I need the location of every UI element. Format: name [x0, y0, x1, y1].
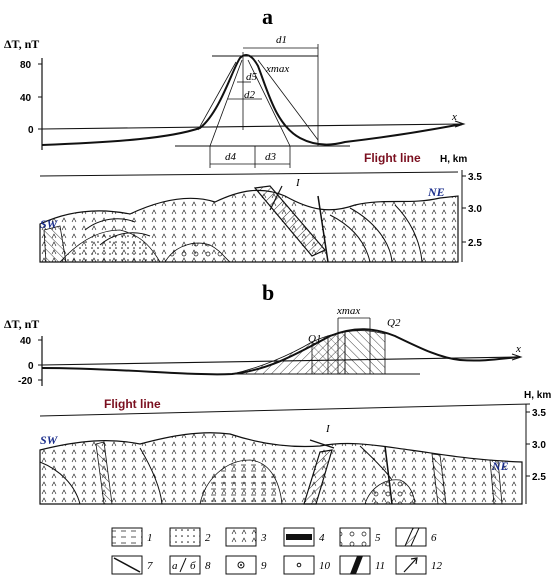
legend-item-2: 2 — [169, 527, 211, 547]
panel-a-xmax: xmax — [265, 63, 289, 75]
svg-text:6: 6 — [431, 532, 437, 544]
panel-a-h-tick-30: 3.0 — [468, 204, 482, 215]
legend-item-6: 6 — [395, 527, 437, 547]
panel-b-h-tick-35: 3.5 — [532, 408, 546, 419]
panel-a-tick-80: 80 — [20, 60, 32, 71]
svg-text:11: 11 — [375, 560, 385, 572]
panel-b-tick-0: 0 — [28, 361, 34, 372]
svg-text:3: 3 — [260, 532, 267, 544]
panel-a-flight-line — [39, 171, 459, 177]
panel-b-ne: NE — [491, 459, 509, 473]
panel-a-d1: d1 — [276, 34, 287, 46]
panel-b-q2: Q2 — [387, 317, 401, 329]
legend-item-8: a б 8 — [169, 555, 211, 575]
legend-item-8-a: a — [172, 560, 178, 572]
panel-b-xmax: xmax — [336, 305, 360, 317]
legend-item-10: 10 — [283, 555, 331, 575]
svg-text:9: 9 — [261, 560, 267, 572]
legend-item-11: 11 — [339, 555, 385, 575]
panel-b-flight-label: Flight line — [104, 397, 161, 411]
panel-b-x-label: x — [515, 343, 521, 355]
panel-a-ne: NE — [427, 185, 445, 199]
panel-b-q1: Q1 — [308, 333, 321, 345]
legend-item-5: 5 — [339, 527, 381, 547]
panel-b-section — [39, 432, 523, 505]
panel-a-d2: d2 — [244, 89, 256, 101]
panel-a-h-tick-25: 2.5 — [468, 238, 482, 249]
panel-a-h-label: H, km — [440, 154, 467, 165]
svg-text:8: 8 — [205, 560, 211, 572]
legend-item-12: 12 — [395, 555, 443, 575]
panel-a-x-label: x — [451, 111, 457, 123]
panel-a-d5: d5 — [246, 71, 258, 83]
panel-a-tick-40: 40 — [20, 93, 32, 104]
svg-text:10: 10 — [319, 560, 331, 572]
legend-item-1: 1 — [111, 527, 153, 547]
panel-a-marker: I — [295, 177, 301, 189]
legend-item-9: 9 — [225, 555, 267, 575]
panel-a-x-axis — [41, 123, 463, 130]
legend-item-4: 4 — [283, 527, 325, 547]
panel-b-marker: I — [325, 423, 331, 435]
panel-a-letter: a — [262, 4, 273, 29]
panel-a-d4: d4 — [225, 151, 237, 163]
svg-text:1: 1 — [147, 532, 153, 544]
panel-a: a ΔT, nT 80 40 0 x d1 d2 d3 d — [4, 4, 482, 263]
legend: 1 2 3 4 5 6 7 — [111, 527, 443, 575]
panel-b: b ΔT, nT 40 0 -20 x xmax Q1 Q2 Flight li… — [4, 280, 551, 505]
panel-b-h-label: H, km — [524, 390, 551, 401]
panel-a-sw: SW — [40, 217, 59, 231]
panel-b-letter: b — [262, 280, 274, 305]
panel-b-h-tick-25: 2.5 — [532, 472, 546, 483]
panel-a-tick-0: 0 — [28, 125, 34, 136]
panel-b-tick-m20: -20 — [18, 376, 33, 387]
svg-text:12: 12 — [431, 560, 443, 572]
panel-b-h-tick-30: 3.0 — [532, 440, 546, 451]
svg-text:4: 4 — [319, 532, 325, 544]
svg-text:5: 5 — [375, 532, 381, 544]
legend-item-8-b: б — [190, 560, 196, 572]
svg-text:7: 7 — [147, 560, 153, 572]
panel-a-h-tick-35: 3.5 — [468, 172, 482, 183]
panel-b-tick-40: 40 — [20, 336, 32, 347]
panel-a-d3: d3 — [265, 151, 277, 163]
legend-item-3: 3 — [225, 527, 267, 547]
panel-b-sw: SW — [40, 433, 59, 447]
panel-b-anomaly-curve — [41, 328, 521, 376]
panel-a-flight-label: Flight line — [364, 151, 421, 165]
panel-a-anomaly-curve — [41, 53, 463, 146]
svg-text:2: 2 — [205, 532, 211, 544]
panel-a-y-label: ΔT, nT — [4, 37, 39, 51]
legend-item-7: 7 — [111, 555, 153, 575]
panel-b-y-label: ΔT, nT — [4, 317, 39, 331]
